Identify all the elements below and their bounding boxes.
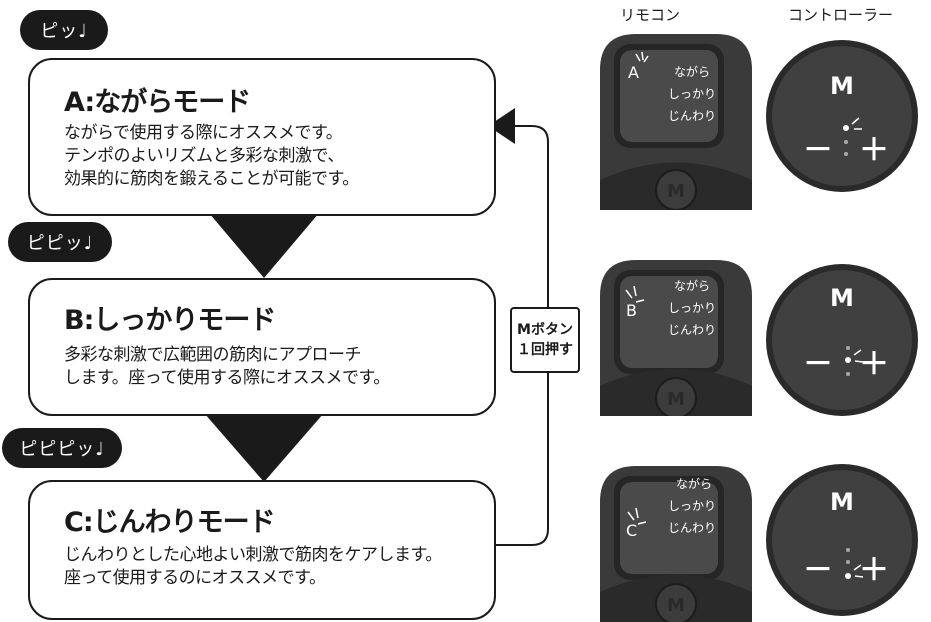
controller-c-plus-label: ＋: [859, 553, 889, 588]
mode-c-title: C:じんわりモード: [64, 507, 276, 538]
controller-c: M － ＋: [766, 464, 918, 616]
remote-c-option-2: しっかり: [668, 499, 716, 513]
remote-b: M ながら しっかり じんわり B: [600, 260, 752, 416]
remote-c-m-button[interactable]: [655, 583, 697, 622]
remote-a-blink-icon: [635, 51, 649, 63]
controller-b-m-label: M: [830, 284, 854, 312]
mode-c-box: C:じんわりモード じんわりとした心地よい刺激で筋肉をケアします。 座って使用す…: [28, 480, 496, 620]
remote-c-option-1: ながら: [676, 476, 712, 491]
controller-b: M － ＋: [766, 264, 918, 416]
remote-c-m-label: M: [667, 595, 685, 616]
controller-b-minus-label: －: [803, 347, 833, 382]
controller-a-plus-label: ＋: [859, 133, 889, 168]
mode-b-line-2: します。座って使用する際にオススメです。: [64, 368, 390, 388]
controller-a: M － ＋: [766, 40, 918, 192]
mode-b-title: B:しっかりモード: [64, 305, 276, 336]
mode-c-line-2: 座って使用するのにオススメです。: [64, 568, 326, 588]
mode-a-box: A:ながらモード ながらで使用する際にオススメです。 テンポのよいリズムと多彩な…: [28, 58, 496, 216]
mode-c-description: じんわりとした心地よい刺激で筋肉をケアします。 座って使用するのにオススメです。: [64, 544, 442, 590]
remote-a-m-label: M: [667, 181, 685, 202]
remote-a-option-3: じんわり: [668, 109, 716, 123]
m-button-note: Mボタン １回押す: [510, 307, 580, 373]
remote-b-option-1: ながら: [674, 278, 710, 293]
controller-c-indicator-dots: [845, 548, 864, 579]
controller-b-indicator-dots: [845, 346, 864, 376]
remote-b-option-3: じんわり: [668, 323, 716, 337]
arrow-down-a-b: [198, 200, 330, 278]
mode-b-line-1: 多彩な刺激で広範囲の筋肉にアプローチ: [64, 345, 361, 365]
mode-c-line-1: じんわりとした心地よい刺激で筋肉をケアします。: [64, 545, 442, 565]
m-button-note-line-1: Mボタン: [517, 322, 573, 338]
mode-a-line-1: ながらで使用する際にオススメです。: [64, 123, 343, 143]
remote-a: M ながら しっかり じんわり A: [600, 34, 752, 210]
controller-a-minus-label: －: [803, 133, 833, 168]
mode-a-line-2: テンポのよいリズムと多彩な刺激で、: [64, 146, 344, 166]
remote-a-option-2: しっかり: [668, 87, 716, 101]
remote-a-letter: A: [628, 63, 639, 82]
controller-b-plus-label: ＋: [859, 347, 889, 382]
remote-b-letter: B: [626, 301, 637, 320]
remote-c-letter: C: [626, 521, 637, 540]
remote-c-blink-icon: [627, 507, 647, 525]
controller-c-minus-label: －: [803, 553, 833, 588]
remote-b-m-label: M: [667, 389, 685, 410]
mode-a-title: A:ながらモード: [64, 87, 251, 118]
mode-b-box: B:しっかりモード 多彩な刺激で広範囲の筋肉にアプローチ します。座って使用する…: [28, 278, 496, 416]
sound-bubble-c: ピピピッ♩: [2, 428, 122, 468]
remote-b-blink-icon: [625, 285, 645, 303]
remote-c: M ながら しっかり じんわり C: [600, 466, 752, 622]
remote-a-m-button[interactable]: [655, 169, 697, 210]
mode-a-description: ながらで使用する際にオススメです。 テンポのよいリズムと多彩な刺激で、 効果的に…: [64, 122, 359, 191]
remote-a-option-1: ながら: [674, 64, 710, 79]
controller-header: コントローラー: [788, 6, 894, 24]
return-arrow-head: [488, 108, 515, 144]
sound-bubble-a: ピッ♩: [20, 10, 108, 50]
controller-a-m-label: M: [830, 72, 854, 100]
remote-b-m-button[interactable]: [655, 377, 697, 416]
remote-header: リモコン: [620, 6, 681, 24]
m-button-note-line-2: １回押す: [517, 342, 573, 358]
remote-c-option-3: じんわり: [668, 521, 716, 535]
remote-b-option-2: しっかり: [668, 301, 716, 315]
arrow-down-b-c: [198, 406, 330, 482]
mode-a-line-3: 効果的に筋肉を鍛えることが可能です。: [64, 169, 359, 189]
controller-a-indicator-dots: [843, 117, 862, 156]
mode-b-description: 多彩な刺激で広範囲の筋肉にアプローチ します。座って使用する際にオススメです。: [64, 344, 390, 390]
controller-c-m-label: M: [830, 488, 854, 516]
sound-bubble-b: ピピッ♩: [8, 222, 112, 262]
